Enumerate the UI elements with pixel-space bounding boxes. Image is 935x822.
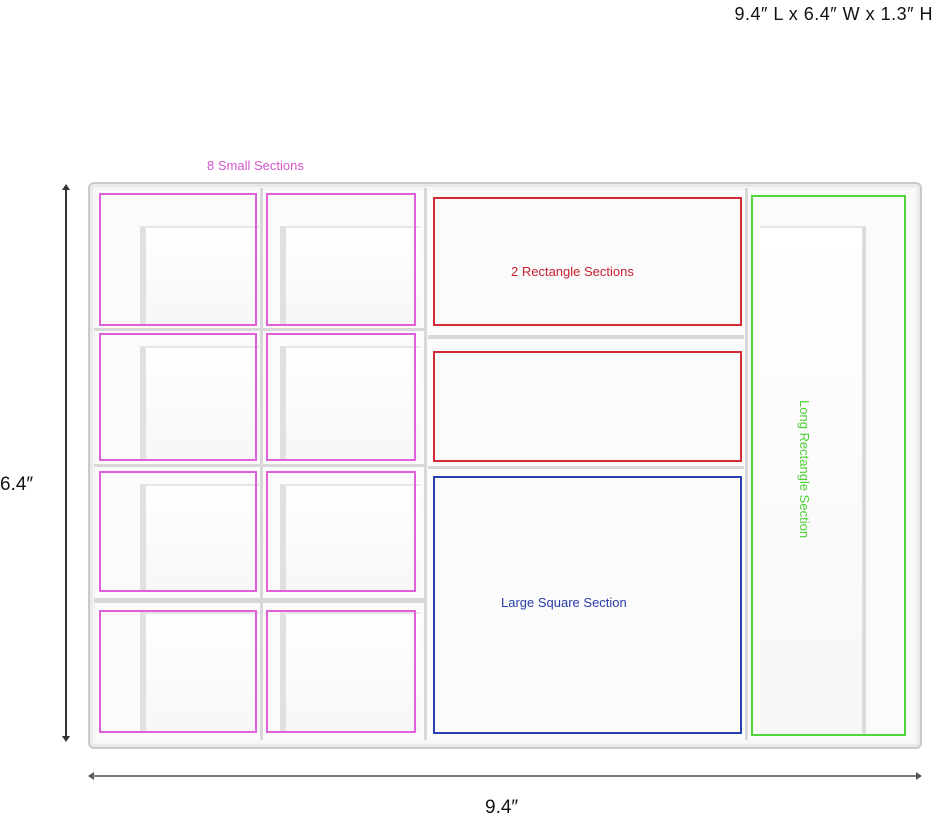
tray-divider-horizontal-4 [428,335,744,339]
small-section-4 [266,333,416,461]
arrow-up-icon [62,184,70,190]
tray-divider-horizontal-5 [428,466,744,469]
arrow-right-icon [916,772,922,780]
small-section-5 [99,471,257,592]
long-rectangle-section [751,195,906,736]
cell-inner-wall [140,226,260,325]
small-section-8 [266,610,416,733]
small-section-3 [99,333,257,461]
cell-inner-wall [280,484,420,591]
small-section-6 [266,471,416,592]
tray-divider-vertical-1 [424,188,427,740]
cell-inner-wall [140,484,260,591]
cell-inner-wall [140,612,260,732]
small-sections-label: 8 Small Sections [207,158,304,173]
tray-divider-vertical-2 [745,188,748,740]
long-cell-inner-wall [760,226,866,734]
product-dimensions: 9.4″ L x 6.4″ W x 1.3″ H [734,4,933,24]
arrow-left-icon [88,772,94,780]
large-square-section [433,476,742,734]
small-section-7 [99,610,257,733]
tray-divider-horizontal-3 [94,598,424,603]
tray-divider-horizontal-2 [94,464,424,467]
width-dimension-line [92,775,918,777]
long-rectangle-section-label: Long Rectangle Section [797,400,812,539]
small-section-2 [266,193,416,326]
height-dimension-line [65,188,67,738]
arrow-down-icon [62,736,70,742]
tray-divider-horizontal-1 [94,328,424,331]
cell-inner-wall [140,346,260,460]
rectangle-sections-label: 2 Rectangle Sections [511,264,634,279]
cell-inner-wall [280,226,420,325]
small-section-1 [99,193,257,326]
rectangle-section-2 [433,351,742,462]
rectangle-section-1 [433,197,742,326]
height-dimension-label: 6.4″ [0,474,34,495]
width-dimension-label: 9.4″ [485,797,519,818]
cell-inner-wall [280,346,420,460]
cell-inner-wall [280,612,420,732]
large-square-section-label: Large Square Section [501,595,627,610]
